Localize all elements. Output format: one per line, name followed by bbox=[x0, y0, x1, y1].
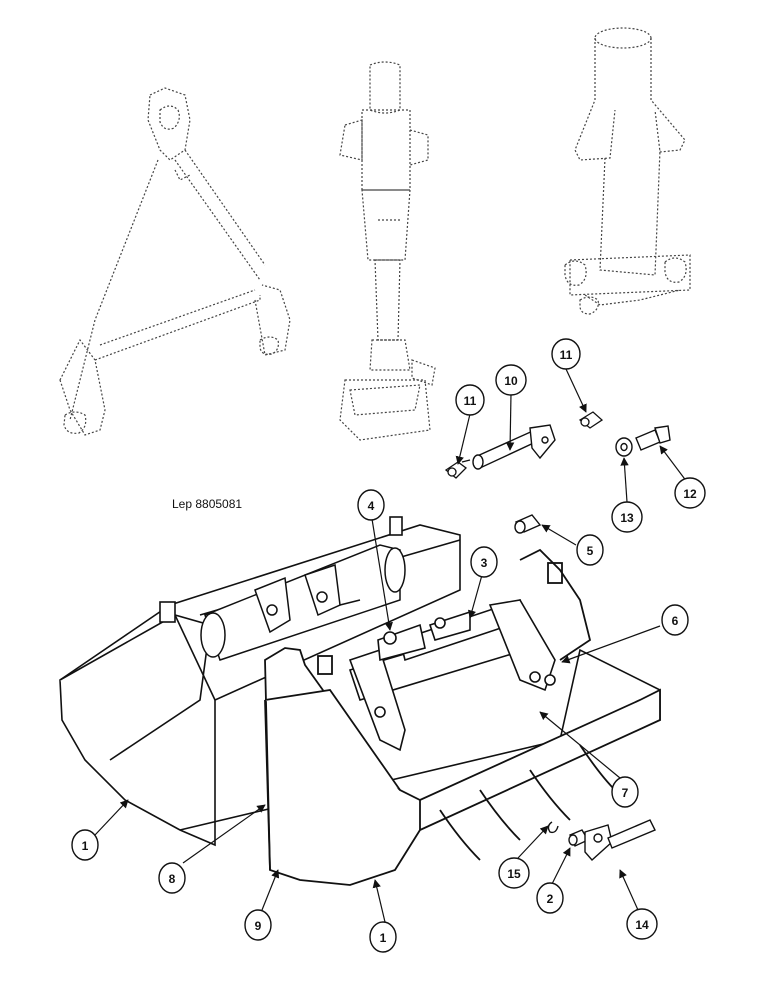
callout-4-label: 4 bbox=[368, 499, 375, 513]
loader-post bbox=[564, 27, 691, 315]
callout-13-label: 13 bbox=[620, 511, 634, 525]
hydraulic-cylinder bbox=[339, 61, 436, 441]
hitch-frame bbox=[348, 598, 556, 752]
callout-14: 14 bbox=[626, 908, 658, 940]
leader-lines bbox=[94, 368, 688, 923]
callout-5-label: 5 bbox=[587, 544, 594, 558]
callout-12-label: 12 bbox=[683, 487, 697, 501]
callout-7: 7 bbox=[611, 776, 639, 808]
callout-11b: 11 bbox=[551, 338, 581, 370]
callout-8-label: 8 bbox=[169, 872, 176, 886]
front-bucket bbox=[264, 548, 661, 886]
callout-1a-label: 1 bbox=[82, 839, 89, 853]
callout-10-label: 10 bbox=[504, 374, 518, 388]
callout-4: 4 bbox=[357, 489, 385, 521]
bolt-12 bbox=[635, 425, 671, 451]
callout-6-label: 6 bbox=[672, 614, 679, 628]
loader-arm-frame bbox=[59, 87, 291, 436]
callout-2: 2 bbox=[536, 882, 564, 914]
callout-1a: 1 bbox=[71, 829, 99, 861]
grease-nipple-11a bbox=[444, 459, 471, 479]
callout-3: 3 bbox=[470, 546, 498, 578]
callout-9-label: 9 bbox=[255, 919, 262, 933]
callout-6: 6 bbox=[661, 604, 689, 636]
callout-14-label: 14 bbox=[635, 918, 649, 932]
callout-15: 15 bbox=[498, 857, 530, 889]
callout-11a-label: 11 bbox=[464, 394, 477, 408]
washer-13 bbox=[615, 437, 633, 457]
pin-14 bbox=[584, 819, 656, 861]
callout-1b: 1 bbox=[369, 921, 397, 953]
callout-15-label: 15 bbox=[507, 867, 521, 881]
callout-13: 13 bbox=[611, 501, 643, 533]
callout-1b-label: 1 bbox=[380, 931, 387, 945]
clip-15 bbox=[547, 821, 559, 834]
callout-5: 5 bbox=[576, 534, 604, 566]
pin-10 bbox=[472, 424, 556, 470]
callout-11b-label: 11 bbox=[560, 348, 573, 362]
plug-5 bbox=[514, 514, 542, 534]
callout-12: 12 bbox=[674, 477, 706, 509]
callout-10: 10 bbox=[495, 364, 527, 396]
callout-3-label: 3 bbox=[481, 556, 488, 570]
quick-hitch-tube bbox=[200, 544, 406, 661]
callout-2-label: 2 bbox=[547, 892, 554, 906]
grease-nipple-11b bbox=[578, 411, 604, 429]
callout-11a: 11 bbox=[455, 384, 485, 416]
callout-8: 8 bbox=[158, 862, 186, 894]
callout-9: 9 bbox=[244, 909, 272, 941]
callout-7-label: 7 bbox=[622, 786, 629, 800]
reference-code: Lep 8805081 bbox=[172, 497, 243, 511]
